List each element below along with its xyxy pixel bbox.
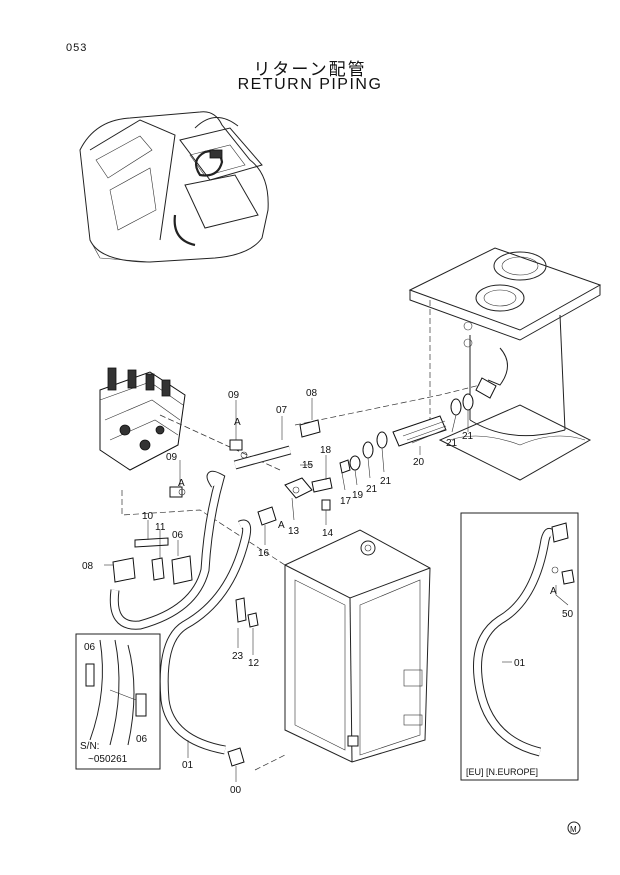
callout-12: 12: [248, 658, 260, 669]
oil-cooler: [284, 529, 431, 763]
callout-13: 13: [288, 526, 300, 537]
inset-serial-box: 06 06 S/N: ~050261: [75, 633, 161, 770]
title-japanese: リターン配管: [253, 60, 367, 80]
callout-09-top: 09: [228, 390, 240, 401]
callout-11: 11: [155, 522, 166, 533]
inset-eu-callout-a: A: [550, 586, 557, 597]
callout-a-low: A: [278, 520, 285, 531]
inset-eu-callout-01: 01: [514, 658, 526, 669]
callout-15: 15: [302, 460, 314, 471]
title-english: RETURN PIPING: [237, 76, 383, 93]
callout-17: 17: [340, 496, 352, 507]
callout-01-main: 01: [182, 760, 194, 771]
control-valve: [99, 367, 186, 471]
inset-callout-06-a: 06: [84, 642, 96, 653]
callout-23: 23: [232, 651, 244, 662]
callout-08-left: 08: [82, 561, 94, 572]
inset-sn-value: ~050261: [88, 754, 128, 765]
hydraulic-tank: [408, 247, 602, 481]
callout-18: 18: [320, 445, 332, 456]
inset-eu-caption: [EU] [N.EUROPE]: [466, 767, 538, 777]
callout-07: 07: [276, 405, 288, 416]
inset-eu-callout-50: 50: [562, 609, 574, 620]
callout-20: 20: [413, 457, 425, 468]
pipes: [109, 415, 447, 755]
footer-mark: M: [567, 821, 581, 835]
callout-21-d: 21: [462, 431, 474, 442]
callout-14: 14: [322, 528, 334, 539]
page-number: 053: [66, 42, 88, 54]
callout-10: 10: [142, 511, 154, 522]
callout-a-top: A: [234, 417, 241, 428]
inset-sn-label: S/N:: [80, 741, 99, 752]
callout-a-mid: A: [178, 478, 185, 489]
callout-06-main: 06: [172, 530, 184, 541]
callout-08-top: 08: [306, 388, 318, 399]
leader-lines: [104, 398, 469, 782]
callout-16: 16: [258, 548, 270, 559]
callout-21-a: 21: [366, 484, 378, 495]
inset-callout-06-b: 06: [136, 734, 148, 745]
callout-19: 19: [352, 490, 364, 501]
excavator-overview: [79, 111, 269, 263]
fittings: [112, 393, 474, 767]
callout-21-b: 21: [380, 476, 392, 487]
callout-labels: 09 A 07 08 09 A 15 18 A 13 14 16 17 19 2…: [82, 388, 474, 796]
callout-00: 00: [230, 785, 242, 796]
callout-09-mid: 09: [166, 452, 178, 463]
footer-mark-letter: M: [570, 825, 577, 834]
callout-21-c: 21: [446, 438, 458, 449]
inset-eu-box: A 50 01 [EU] [N.EUROPE]: [460, 512, 579, 781]
